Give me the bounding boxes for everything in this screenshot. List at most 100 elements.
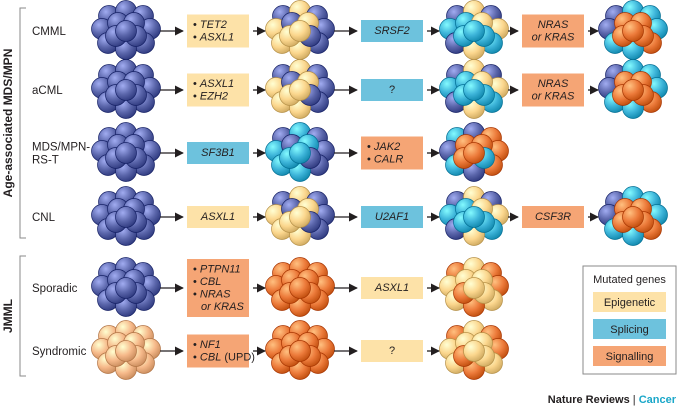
gene-label: • CALR	[367, 153, 403, 165]
cell-sphere	[463, 206, 485, 228]
splicing-gene-box: SRSF2	[361, 20, 423, 42]
gene-label: NRAS	[538, 19, 569, 31]
gene-label: CSF3R	[535, 211, 571, 223]
cell-sphere	[289, 277, 311, 299]
cell-cluster-blue-yellow-cyan	[439, 0, 509, 60]
cell-sphere	[289, 206, 311, 228]
gene-label: • ASXL1	[193, 78, 234, 90]
row-label: aCML	[32, 85, 63, 97]
journal-section: Cancer	[639, 394, 677, 406]
cell-sphere	[115, 340, 137, 362]
gene-label: ASXL1	[200, 211, 235, 223]
gene-box-bg	[187, 206, 249, 228]
row-3: CNL ASXL1 U2AF1 CSF3R	[32, 186, 668, 246]
gene-label: ?	[389, 84, 395, 96]
gene-label: • CBL	[193, 276, 221, 288]
legend-title: Mutated genes	[593, 274, 666, 286]
gene-box-bg	[361, 20, 423, 42]
gene-label: • JAK2	[367, 141, 400, 153]
cell-cluster-blue	[91, 59, 161, 119]
legend-swatch	[593, 346, 666, 366]
gene-label: SRSF2	[374, 25, 409, 37]
gene-label: ASXL1	[374, 282, 409, 294]
cell-sphere	[115, 79, 137, 101]
cell-cluster-blue-yellow-cyan	[439, 186, 509, 246]
legend: Mutated genesEpigeneticSplicingSignallin…	[582, 265, 677, 375]
gene-label: • EZH2	[193, 90, 228, 102]
group-label: Age-associated MDS/MPN	[1, 49, 15, 198]
cell-cluster-blue-cyan	[265, 122, 335, 182]
cell-cluster-orange-yellow	[439, 257, 509, 317]
cell-sphere	[463, 340, 485, 362]
gene-label: or KRAS	[532, 90, 575, 102]
epigenetic-gene-box: • TET2• ASXL1	[187, 14, 249, 48]
gene-box-bg	[187, 334, 249, 368]
epigenetic-gene-box: ASXL1	[361, 277, 423, 299]
cell-sphere	[622, 206, 644, 228]
gene-box-bg	[187, 259, 249, 317]
gene-label: SF3B1	[201, 147, 235, 159]
cell-sphere	[115, 20, 137, 42]
gene-box-bg	[361, 277, 423, 299]
legend-swatch	[593, 319, 666, 339]
gene-box-bg	[522, 14, 584, 48]
splicing-gene-box: SF3B1	[187, 142, 249, 164]
cell-cluster-blue	[91, 0, 161, 60]
journal-name: Nature Reviews	[548, 394, 630, 406]
journal-credit: Nature Reviews | Cancer	[548, 394, 677, 406]
cell-sphere	[289, 142, 311, 164]
signalling-gene-box: • NF1• CBL (UPD)	[187, 334, 255, 368]
signalling-gene-box: CSF3R	[522, 206, 584, 228]
gene-label: • TET2	[193, 19, 227, 31]
cell-cluster-orange	[265, 257, 335, 317]
gene-label: or KRAS	[532, 31, 575, 43]
splicing-gene-box: U2AF1	[361, 206, 423, 228]
cell-cluster-blue	[91, 122, 161, 182]
row-label: RS-T	[32, 155, 59, 167]
signalling-gene-box: • JAK2• CALR	[361, 136, 423, 170]
row-label: MDS/MPN-	[32, 142, 90, 154]
legend-label: Signalling	[606, 351, 654, 363]
gene-box-bg	[522, 206, 584, 228]
gene-label: U2AF1	[375, 211, 409, 223]
group-label: JMML	[1, 299, 15, 333]
gene-box-bg	[187, 142, 249, 164]
group-brackets: Age-associated MDS/MPN JMML	[1, 7, 26, 377]
gene-label: ?	[389, 345, 395, 357]
gene-label: • NRAS	[193, 288, 231, 300]
row-label: CMML	[32, 26, 66, 38]
cell-sphere	[463, 277, 485, 299]
cell-sphere	[463, 142, 485, 164]
gene-box-bg	[187, 14, 249, 48]
gene-box-bg	[361, 79, 423, 101]
cell-cluster-blue	[91, 186, 161, 246]
cell-sphere	[115, 142, 137, 164]
group-bracket	[19, 255, 26, 377]
cell-cluster-cyan-orange	[598, 186, 668, 246]
gene-label: • ASXL1	[193, 31, 234, 43]
cell-sphere	[115, 206, 137, 228]
row-label: CNL	[32, 212, 56, 224]
epigenetic-gene-box: ?	[361, 340, 423, 362]
gene-label: or KRAS	[201, 301, 244, 313]
cell-sphere	[622, 20, 644, 42]
cell-cluster-cyan-orange	[598, 59, 668, 119]
gene-box-bg	[361, 206, 423, 228]
gene-label: NRAS	[538, 78, 569, 90]
splicing-gene-box: ?	[361, 79, 423, 101]
cell-sphere	[289, 20, 311, 42]
cell-cluster-blue-yellow	[265, 59, 335, 119]
credit-line: Nature Reviews | Cancer	[548, 394, 677, 406]
epigenetic-gene-box: ASXL1	[187, 206, 249, 228]
row-2: MDS/MPN-RS-T SF3B1 • JAK2• CALR	[32, 122, 509, 182]
cell-sphere	[289, 79, 311, 101]
row-label: Syndromic	[32, 346, 87, 358]
gene-box-bg	[361, 340, 423, 362]
row-5: Syndromic • NF1• CBL (UPD)?	[32, 320, 509, 380]
credit-separator: |	[630, 394, 639, 406]
